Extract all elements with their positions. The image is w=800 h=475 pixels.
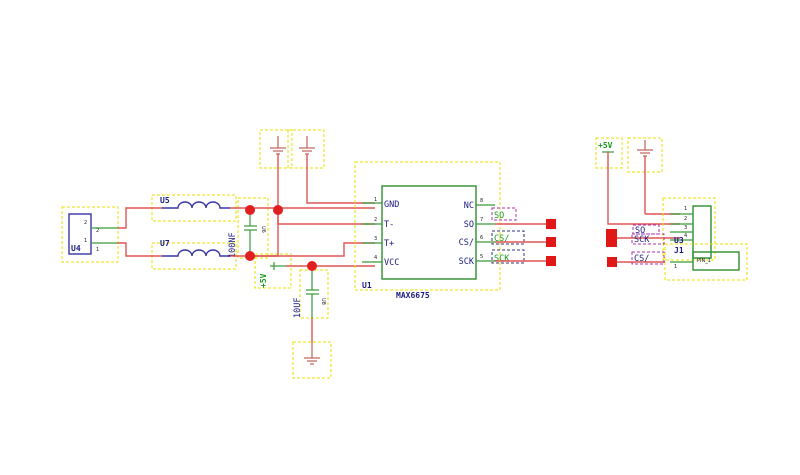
ref-designator: U5 <box>160 196 170 205</box>
ground-symbol-3[interactable] <box>292 341 332 379</box>
pad-cs[interactable] <box>607 257 617 267</box>
connector-body <box>692 251 740 271</box>
inductor-u7[interactable]: U7 <box>151 239 237 270</box>
power-label: +5V <box>598 141 613 150</box>
pin-name: SO <box>464 220 474 230</box>
junction-dot <box>273 205 283 215</box>
svg-text:SCK: SCK <box>634 235 650 245</box>
net-label-sck-u3[interactable]: SCK <box>631 233 665 245</box>
connector-body <box>68 213 92 255</box>
net-label-cs-u1[interactable]: CS/ <box>491 230 525 245</box>
junction-dot <box>245 205 255 215</box>
pin-number: 1 <box>96 247 99 253</box>
component-value: 100NF <box>228 232 238 258</box>
power-label: +5V <box>259 273 268 288</box>
inductor-coil <box>162 249 230 257</box>
power-port-5v-left[interactable]: +5V <box>254 253 292 289</box>
selection-box <box>354 161 501 291</box>
wires-u1-right <box>495 223 546 262</box>
ref-designator: U1 <box>362 281 372 290</box>
pin-number: 2 <box>84 220 87 226</box>
ground-symbol-1[interactable] <box>259 129 293 169</box>
pin-name: T+ <box>384 239 394 249</box>
pin-number: 3 <box>684 225 687 231</box>
ref-designator: U7 <box>160 239 170 248</box>
pad-so[interactable] <box>546 219 556 229</box>
ref-designator: U6 <box>260 226 266 233</box>
pin-name: T- <box>384 220 394 230</box>
ref-designator: U8 <box>320 298 326 305</box>
pin-number: 5 <box>480 254 483 260</box>
wires-right <box>607 152 680 263</box>
component-value: MAX6675 <box>396 291 430 300</box>
pin-name: GND <box>384 200 399 210</box>
net-label-cs-j1[interactable]: CS/ <box>631 251 665 265</box>
net-label-so-u3[interactable]: SO <box>632 224 660 236</box>
ic-u1-max6675[interactable]: 1 2 3 4 GND T- T+ VCC 8 7 6 5 NC SO CS/ … <box>354 161 501 300</box>
component-value: PIN_1 <box>697 258 711 264</box>
pin-number: 8 <box>480 198 483 204</box>
pin-name: VCC <box>384 258 399 268</box>
pin-number: 6 <box>480 235 483 241</box>
pin-number: 4 <box>374 255 377 261</box>
pin-number: 4 <box>684 233 687 239</box>
pin-name: SCK <box>459 257 475 267</box>
svg-text:CS/: CS/ <box>634 254 649 264</box>
connector-j1[interactable]: 1 PIN_1 J1 <box>664 243 748 281</box>
pin-name: NC <box>464 201 474 211</box>
pad-sck[interactable] <box>546 256 556 266</box>
component-value: 10UF <box>293 298 303 318</box>
pin-number: 3 <box>374 236 377 242</box>
svg-text:CS/: CS/ <box>494 234 509 244</box>
ref-designator: J1 <box>674 246 684 255</box>
ref-designator: U4 <box>71 244 81 253</box>
selection-box <box>664 243 748 281</box>
junction-dot <box>245 251 255 261</box>
pin-number: 1 <box>84 238 87 244</box>
pin-number: 1 <box>374 197 377 203</box>
ground-symbol-2[interactable] <box>287 129 325 169</box>
pin-number: 1 <box>684 206 687 212</box>
selection-box <box>662 197 716 261</box>
selection-box <box>299 269 329 319</box>
inductor-u5[interactable]: U5 <box>151 194 237 222</box>
capacitor-u8[interactable]: U8 10UF <box>293 269 329 319</box>
svg-text:SO: SO <box>494 211 504 221</box>
pin-number: 2 <box>684 216 687 222</box>
net-label-sck-u1[interactable]: SCK <box>491 249 525 264</box>
connector-u3[interactable]: 1 2 3 4 U3 <box>662 197 716 261</box>
pad-cs[interactable] <box>546 237 556 247</box>
svg-text:SO: SO <box>635 226 645 236</box>
pin-number: 2 <box>374 217 377 223</box>
wires-left <box>118 154 375 342</box>
ref-designator: U3 <box>674 236 684 245</box>
power-port-5v-right[interactable]: +5V <box>595 137 623 169</box>
selection-box <box>61 206 119 263</box>
pin-number: 1 <box>674 264 677 270</box>
net-label-so-u1[interactable]: SO <box>491 207 517 221</box>
junction-dot <box>307 261 317 271</box>
svg-text:SCK: SCK <box>494 254 510 264</box>
pin-number: 2 <box>96 228 99 234</box>
connector-body <box>692 205 712 259</box>
pin-name: CS/ <box>459 238 474 248</box>
connector-u4[interactable]: 2 1 2 1 U4 <box>61 206 119 263</box>
ic-body <box>381 185 477 280</box>
inductor-coil <box>162 201 230 209</box>
pad-so-sck[interactable] <box>606 229 617 247</box>
pin-number: 7 <box>480 217 483 223</box>
